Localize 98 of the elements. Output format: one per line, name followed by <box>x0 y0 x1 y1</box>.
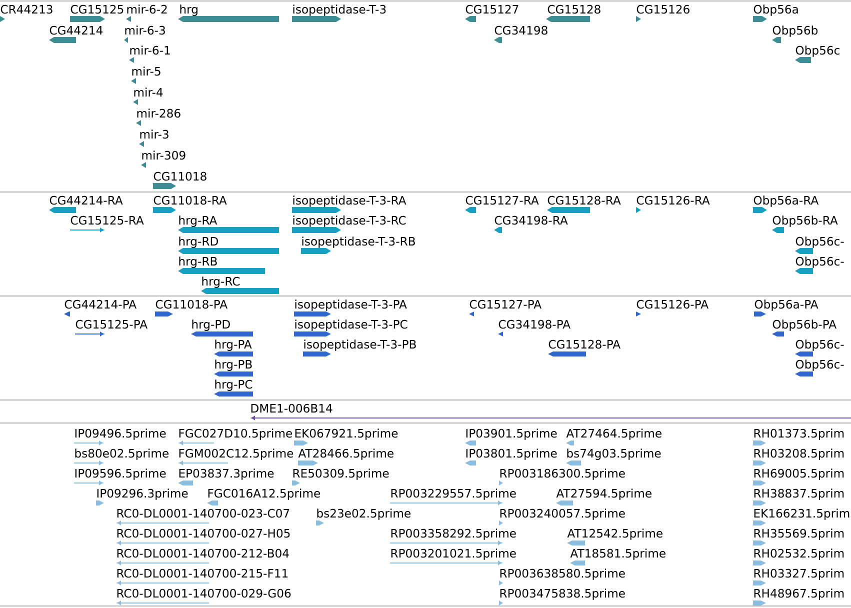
feature-label: RC0-DL0001-140700-029-G06 <box>117 588 291 598</box>
feature-label: mir-6-2 <box>127 4 167 14</box>
feature-label: RH35569.5prim <box>754 528 844 540</box>
feature-label: AT18581.5prime <box>570 548 666 560</box>
feature-label: mir-4 <box>134 88 163 96</box>
feature-label: Obp56c- <box>796 340 844 351</box>
feature-label: AT12542.5prime <box>567 528 662 540</box>
feature-label: mir-6-3 <box>125 26 165 35</box>
feature-label: DME1-006B14 <box>251 404 332 413</box>
feature-label: IP09596.5prime <box>75 468 166 480</box>
feature-label: Obp56b <box>772 26 818 37</box>
feature-label: CG15127 <box>466 4 518 14</box>
feature-label: AT27464.5prime <box>566 428 662 440</box>
feature-label: EP03837.3prime <box>179 468 274 480</box>
feature-label: CG15127-RA <box>466 196 539 205</box>
feature-label: Obp56a-RA <box>754 196 819 207</box>
feature-label: RC0-DL0001-140700-212-B04 <box>117 548 289 558</box>
feature-label: EK067921.5prime <box>295 428 398 440</box>
feature-label: bs74g03.5prime <box>567 448 661 460</box>
feature-label: CG44214 <box>50 26 103 35</box>
feature-label: CG15125-RA <box>70 216 144 225</box>
feature-label: AT28466.5prime <box>298 448 394 460</box>
feature-label: RH01373.5prim <box>754 428 844 440</box>
feature-label: isopeptidase-T-3-PB <box>304 340 416 351</box>
feature-label: CG34198 <box>494 26 548 35</box>
feature-label: IP09496.5prime <box>75 428 166 440</box>
feature-label: hrg-RA <box>179 216 218 227</box>
feature-label: IP09296.3prime <box>97 488 188 500</box>
feature-label: RH48967.5prim <box>754 588 844 600</box>
feature-label: CG44214-PA <box>64 300 136 309</box>
feature-label: AT27594.5prime <box>556 488 652 500</box>
feature-label: RE50309.5prime <box>293 468 389 480</box>
feature-label: RC0-DL0001-140700-027-H05 <box>117 528 290 538</box>
feature-label: FGC027D10.5prime <box>179 428 292 440</box>
feature-label: mir-3 <box>140 130 168 139</box>
feature-label: RP003240057.5prime <box>500 508 625 520</box>
feature-label: hrg-PB <box>215 360 252 371</box>
feature-label: hrg <box>180 4 198 16</box>
feature-label: RP003186300.5prime <box>500 468 625 480</box>
feature-label: CG44214-RA <box>50 196 123 205</box>
feature-label: RP003229557.5prime <box>391 488 516 500</box>
feature-label: IP03901.5prime <box>466 428 557 440</box>
feature-label: FGC016A12.5prime <box>208 488 320 500</box>
feature-label: hrg-RC <box>202 276 240 288</box>
feature-label: isopeptidase-T-3 <box>293 4 386 16</box>
feature-label: CG15127-PA <box>470 300 542 309</box>
feature-label: CG15125-PA <box>76 320 148 329</box>
feature-label: CG15125 <box>70 4 124 14</box>
feature-label: hrg-RB <box>179 256 217 268</box>
feature-label: hrg-RD <box>179 236 218 248</box>
feature-label: hrg-PC <box>215 380 252 391</box>
feature-label: CG15128 <box>548 4 600 14</box>
feature-label: CG34198-PA <box>498 320 570 329</box>
feature-label: IP03801.5prime <box>466 448 557 460</box>
feature-label: RC0-DL0001-140700-023-C07 <box>117 508 290 518</box>
feature-label: Obp56c- <box>796 360 844 371</box>
feature-label: RP003201021.5prime <box>391 548 516 560</box>
feature-label: Obp56b-PA <box>772 320 836 331</box>
feature-label: isopeptidase-T-3-RB <box>302 236 415 248</box>
feature-label: isopeptidase-T-3-PC <box>295 320 408 331</box>
feature-label: RC0-DL0001-140700-215-F11 <box>117 568 288 578</box>
feature-label: RH02532.5prim <box>754 548 844 560</box>
feature-label: Obp56c- <box>796 256 844 268</box>
feature-label: CG15128-PA <box>548 340 620 349</box>
feature-label: hrg-PD <box>192 320 230 331</box>
feature-label: CG15126-PA <box>636 300 708 309</box>
feature-label: bs80e02.5prime <box>75 448 168 460</box>
feature-label: EK166231.5prim <box>754 508 850 520</box>
feature-label: RP003358292.5prime <box>391 528 516 540</box>
feature-label: Obp56c <box>796 46 840 57</box>
feature-label: hrg-PA <box>215 340 252 351</box>
feature-label: mir-309 <box>142 150 186 160</box>
feature-label: FGM002C12.5prime <box>179 448 294 460</box>
feature-label: RH69005.5prim <box>754 468 844 480</box>
feature-label: isopeptidase-T-3-PA <box>295 300 407 311</box>
feature-label: CG15126 <box>636 4 690 14</box>
feature-label: RH03208.5prim <box>754 448 844 460</box>
feature-label: CG11018-PA <box>156 300 228 309</box>
feature-label: isopeptidase-T-3-RA <box>293 196 406 207</box>
feature-label: mir-5 <box>132 66 160 76</box>
feature-label: CG11018-RA <box>154 196 227 205</box>
feature-label: CR44213 <box>0 4 52 14</box>
feature-label: CG15126-RA <box>636 196 710 205</box>
feature-label: Obp56a <box>754 4 798 16</box>
feature-label: CG34198-RA <box>494 216 568 225</box>
feature-label: CG15128-RA <box>548 196 621 205</box>
feature-label: CG11018 <box>154 172 206 181</box>
feature-label: mir-286 <box>137 108 180 118</box>
feature-label: RH03327.5prim <box>754 568 844 580</box>
feature-label: RP003475838.5prime <box>500 588 625 600</box>
feature-label: isopeptidase-T-3-RC <box>293 216 406 227</box>
feature-label: bs23e02.5prime <box>317 508 410 520</box>
feature-label: Obp56c- <box>796 236 844 248</box>
feature-label: mir-6-1 <box>130 46 170 55</box>
feature-label: RH38837.5prim <box>754 488 844 500</box>
feature-label: Obp56a-PA <box>754 300 818 311</box>
feature-label: RP003638580.5prime <box>500 568 625 580</box>
feature-label: Obp56b-RA <box>772 216 838 227</box>
